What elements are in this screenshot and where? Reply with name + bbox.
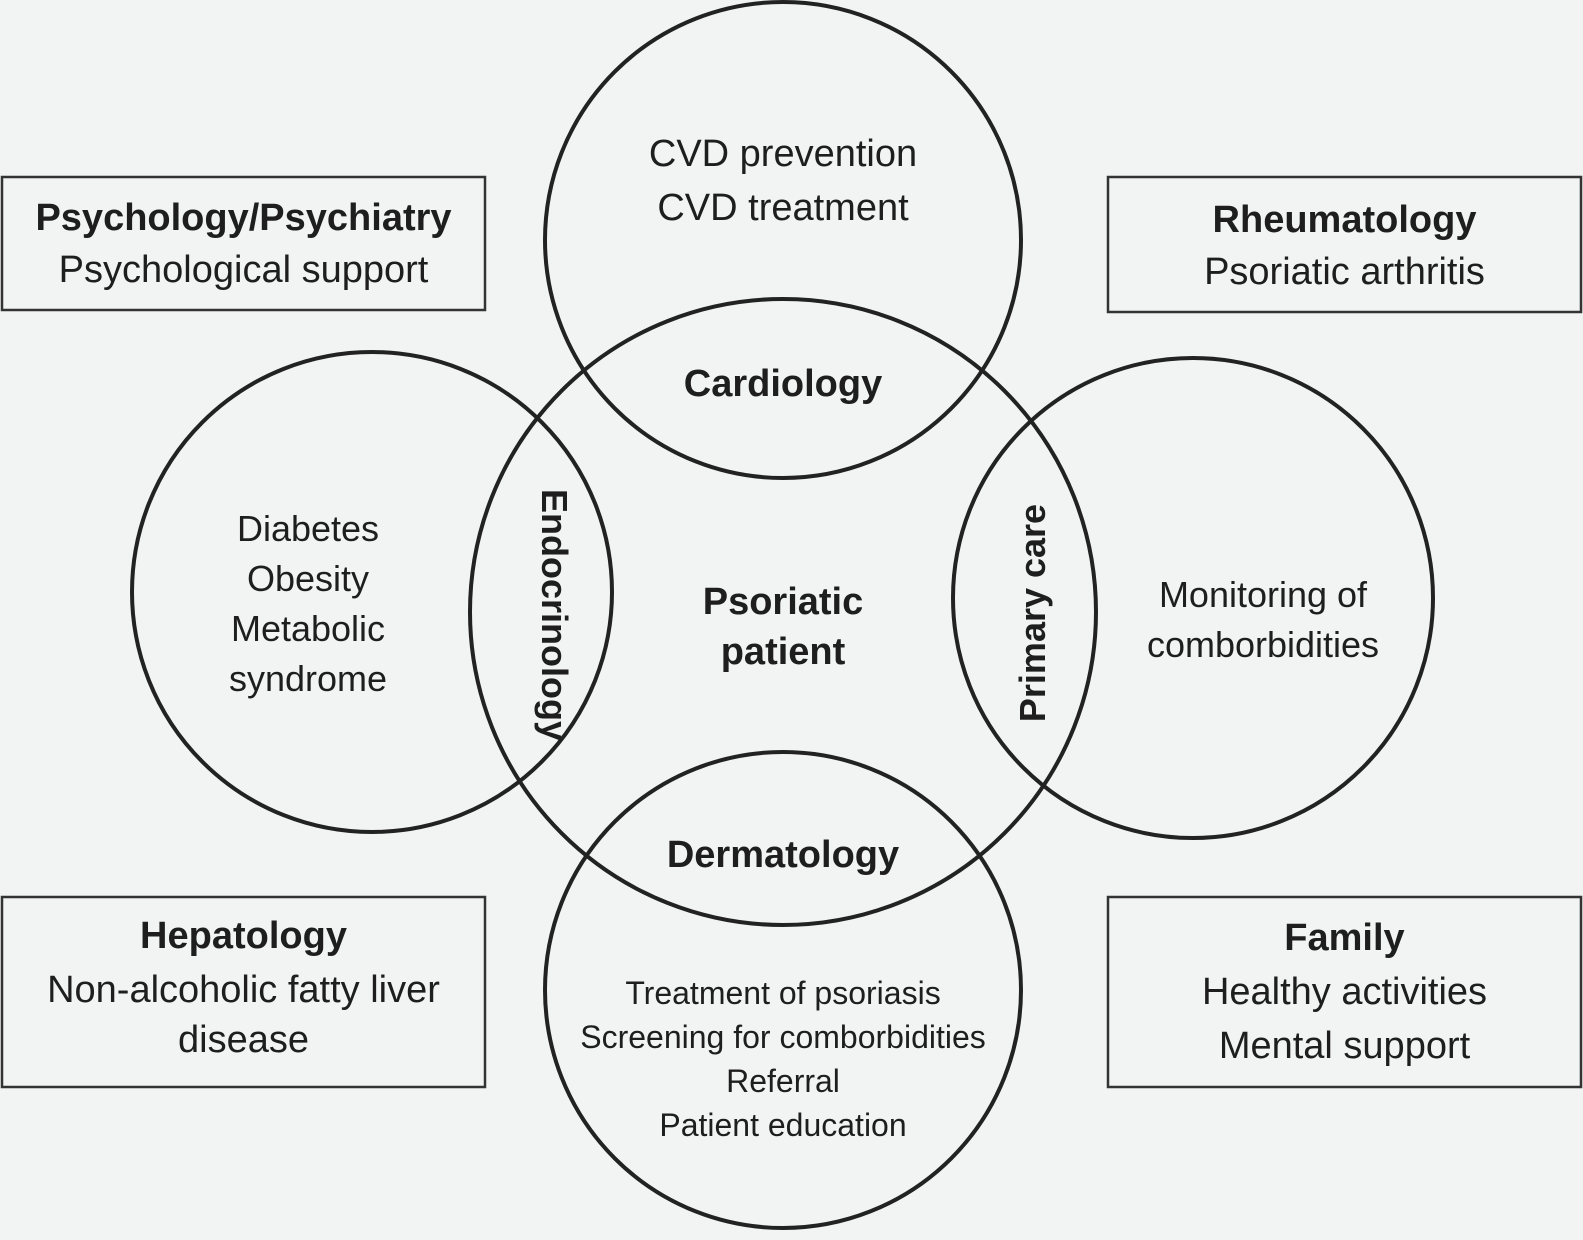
box-top-left-border <box>0 175 487 312</box>
box-bottom-right-line2: Mental support <box>1218 1025 1471 1067</box>
box-top-right: Rheumatology Psoriatic arthritis <box>1108 201 1581 291</box>
left-item-2: Obesity <box>246 558 370 599</box>
right-item-1: Monitoring of <box>1158 574 1368 615</box>
box-bottom-right-border <box>1106 895 1583 1089</box>
bottom-circle-items: Treatment of psoriasis Screening for com… <box>543 977 1023 1141</box>
bottom-circle <box>543 750 1023 1230</box>
box-bottom-left-line2: disease <box>178 1019 309 1061</box>
bottom-item-3: Referral <box>726 1063 840 1099</box>
left-item-3: Metabolic <box>230 608 386 649</box>
bottom-item-4: Patient education <box>659 1107 907 1143</box>
top-circle <box>543 0 1023 480</box>
box-bottom-right-line1: Healthy activities <box>1201 971 1488 1013</box>
center-label-line1: Psoriatic <box>702 581 864 623</box>
box-bottom-left-border <box>0 895 487 1089</box>
box-top-right-border <box>1106 175 1583 314</box>
center-label: Psoriatic patient <box>663 583 903 671</box>
center-label-line2: patient <box>720 631 846 673</box>
box-top-right-line1: Psoriatic arthritis <box>1204 251 1485 293</box>
right-item-2: comborbidities <box>1146 624 1380 665</box>
primary-care-label: Primary care <box>1012 503 1053 723</box>
bottom-item-2: Screening for comborbidities <box>580 1019 986 1055</box>
right-circle-items: Monitoring of comborbidities <box>1103 577 1423 663</box>
center-circle <box>468 297 1098 927</box>
left-item-1: Diabetes <box>236 508 380 549</box>
box-bottom-right-title: Family <box>1284 917 1405 959</box>
left-circle-items: Diabetes Obesity Metabolic syndrome <box>168 511 448 697</box>
box-bottom-right: Family Healthy activities Mental support <box>1108 919 1581 1065</box>
box-top-right-title: Rheumatology <box>1212 199 1477 241</box>
dermatology-label: Dermatology <box>666 834 900 876</box>
bottom-item-1: Treatment of psoriasis <box>625 975 941 1011</box>
box-top-left-line1: Psychological support <box>58 249 429 291</box>
top-item-1: CVD prevention <box>648 133 918 175</box>
box-top-left: Psychology/Psychiatry Psychological supp… <box>2 199 485 289</box>
left-item-4: syndrome <box>228 658 388 699</box>
right-circle <box>951 356 1435 840</box>
box-bottom-left-title: Hepatology <box>140 915 347 957</box>
left-circle <box>130 350 614 834</box>
box-bottom-left-line1: Non-alcoholic fatty liver <box>47 969 440 1011</box>
box-top-left-title: Psychology/Psychiatry <box>35 197 452 239</box>
box-bottom-left: Hepatology Non-alcoholic fatty liver dis… <box>2 917 485 1059</box>
top-circle-items: CVD prevention CVD treatment <box>583 135 983 227</box>
top-item-2: CVD treatment <box>657 187 909 229</box>
cardiology-label: Cardiology <box>683 363 883 405</box>
endocrinology-label: Endocrinology <box>534 489 575 741</box>
